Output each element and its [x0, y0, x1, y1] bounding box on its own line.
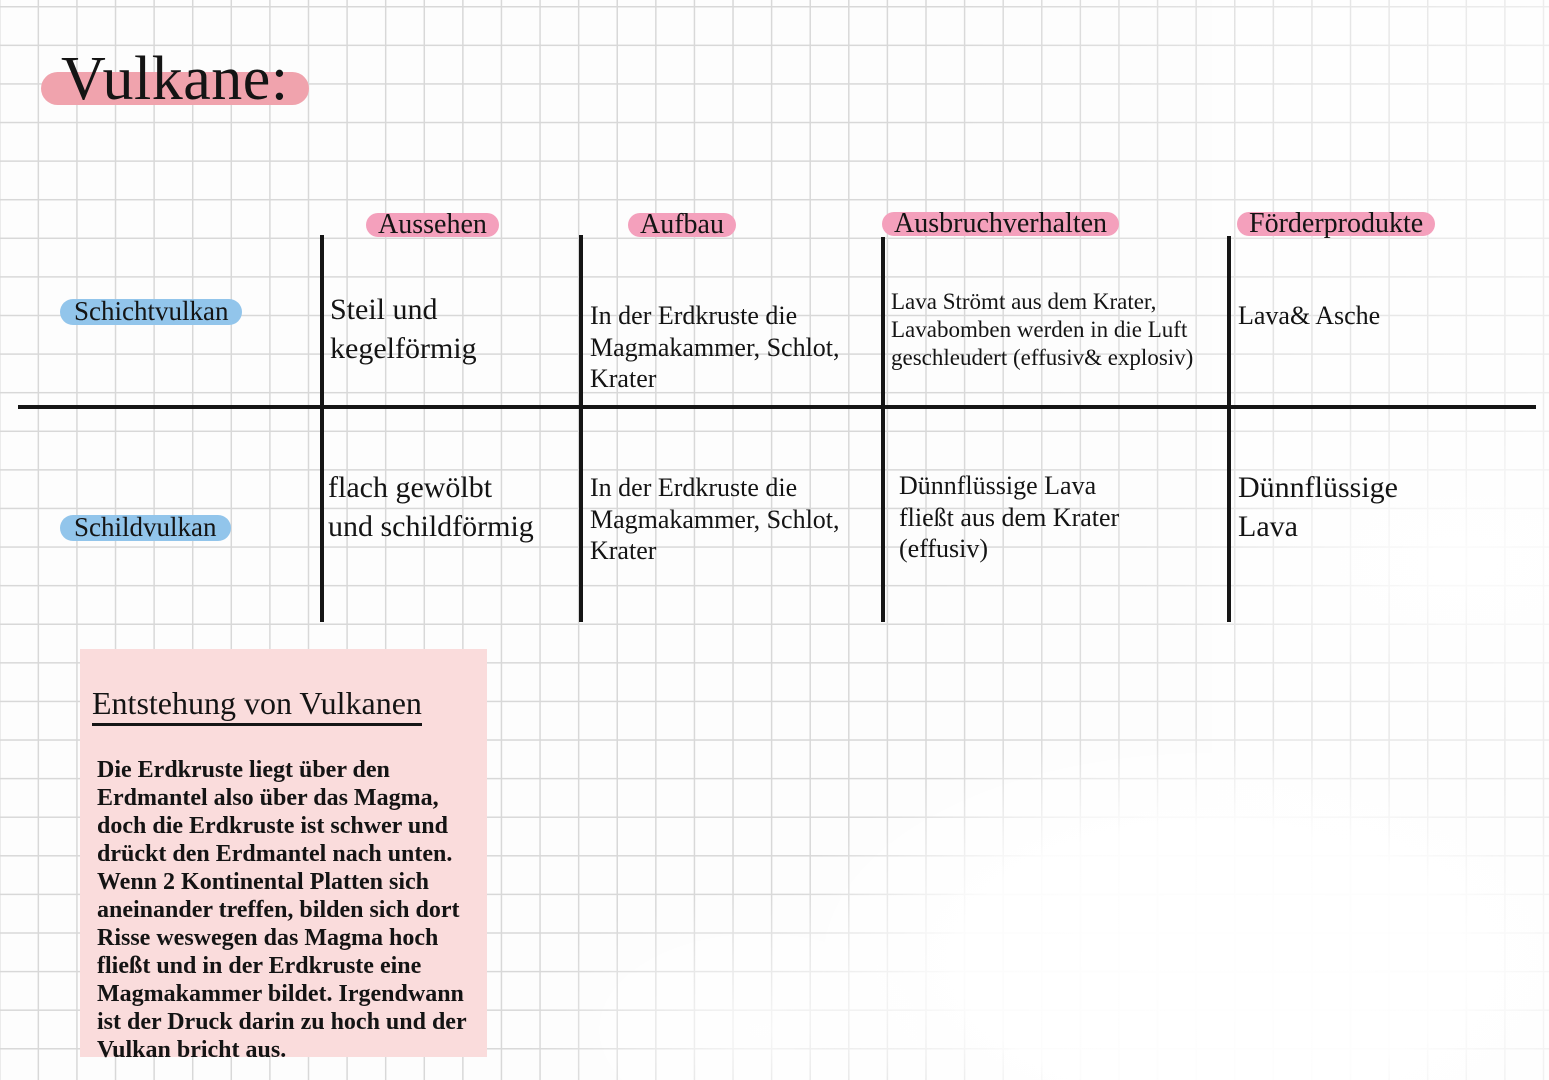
row-label-schichtvulkan-text: Schichtvulkan [59, 296, 243, 327]
table-cell-text: flach gewölbt und schildförmig [328, 471, 534, 543]
table-row-divider [18, 405, 1536, 409]
note-box-entstehung: Entstehung von Vulkanen Die Erdkruste li… [80, 649, 487, 1063]
column-header-foerderprodukte-label: Förderprodukte [1236, 208, 1436, 240]
table-cell-schildvulkan-aussehen: flach gewölbt und schildförmig [328, 468, 540, 546]
table-cell-text: Lava& Asche [1238, 301, 1381, 330]
table-cell-text: In der Erdkruste die Magmakammer, Schlot… [590, 473, 840, 566]
column-header-ausbruchverhalten-label: Ausbruchverhalten [881, 208, 1120, 240]
table-column-divider-1 [320, 235, 324, 622]
table-cell-schildvulkan-foerderprodukte: Dünnflüssige Lava [1238, 468, 1454, 546]
table-column-divider-3 [881, 237, 885, 622]
page-title: Vulkane: [41, 48, 309, 110]
row-label-schichtvulkan: Schichtvulkan [59, 296, 243, 327]
column-header-ausbruchverhalten: Ausbruchverhalten [881, 208, 1120, 240]
note-box-title: Entstehung von Vulkanen [92, 685, 422, 726]
table-cell-schildvulkan-aufbau: In der Erdkruste die Magmakammer, Schlot… [590, 472, 876, 567]
page-title-highlight: Vulkane: [41, 48, 309, 110]
table-cell-text: In der Erdkruste die Magmakammer, Schlot… [590, 301, 840, 394]
table-cell-schildvulkan-ausbruchverhalten: Dünnflüssige Lava fließt aus dem Krater … [899, 470, 1149, 565]
column-header-aufbau: Aufbau [628, 209, 736, 241]
table-cell-schichtvulkan-ausbruchverhalten: Lava Strömt aus dem Krater, Lavabomben w… [891, 288, 1221, 372]
table-cell-text: Dünnflüssige Lava fließt aus dem Krater … [899, 471, 1120, 564]
row-label-schildvulkan: Schildvulkan [60, 512, 230, 543]
table-cell-schichtvulkan-aufbau: In der Erdkruste die Magmakammer, Schlot… [590, 300, 876, 395]
column-header-aussehen: Aussehen [366, 209, 499, 241]
table-cell-text: Lava Strömt aus dem Krater, Lavabomben w… [891, 289, 1194, 371]
column-header-foerderprodukte: Förderprodukte [1236, 208, 1436, 240]
row-label-schildvulkan-text: Schildvulkan [60, 512, 230, 543]
table-column-divider-2 [579, 235, 583, 622]
table-cell-schichtvulkan-foerderprodukte: Lava& Asche [1238, 300, 1518, 332]
table-cell-text: Dünnflüssige Lava [1238, 471, 1398, 543]
column-header-aussehen-label: Aussehen [366, 209, 499, 241]
table-column-divider-4 [1227, 236, 1231, 622]
table-cell-text: Steil und kegelförmig [330, 293, 477, 365]
note-box-body: Die Erdkruste liegt über den Erdmantel a… [97, 757, 467, 1063]
table-cell-schichtvulkan-aussehen: Steil und kegelförmig [330, 290, 570, 368]
column-header-aufbau-label: Aufbau [628, 209, 736, 241]
